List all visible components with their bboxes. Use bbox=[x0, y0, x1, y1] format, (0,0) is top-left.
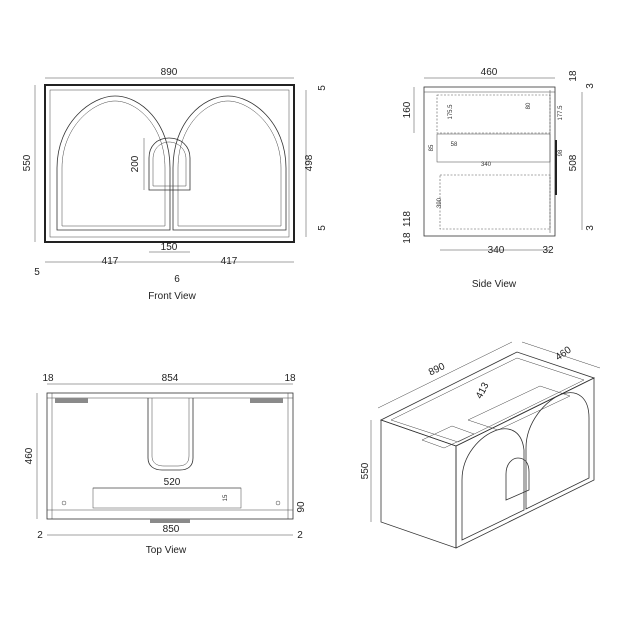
side-bottom-gap-dim: 3 bbox=[585, 225, 596, 231]
iso-depth-dim: 460 bbox=[554, 344, 574, 363]
top-plumbing-cutout-inner bbox=[151, 398, 190, 467]
side-view-caption: Side View bbox=[472, 279, 517, 290]
front-right-arch-inner bbox=[177, 100, 282, 227]
iso-top-inner bbox=[390, 357, 585, 443]
front-side-left-dim: 5 bbox=[34, 267, 40, 278]
top-bottom-width-dim: 850 bbox=[163, 524, 180, 535]
top-hole-right bbox=[275, 500, 281, 506]
top-left-edge-dim: 2 bbox=[37, 530, 43, 541]
side-top-thk-dim: 18 bbox=[568, 70, 579, 82]
iso-view: 890 460 413 550 bbox=[360, 341, 601, 549]
top-hole-left bbox=[61, 500, 67, 506]
side-s58: 58 bbox=[451, 142, 458, 148]
front-right-arch bbox=[172, 95, 287, 231]
iso-top-face bbox=[379, 351, 596, 447]
top-right-thk-dim: 18 bbox=[284, 373, 296, 384]
side-right-thk-dim: 32 bbox=[542, 245, 554, 256]
front-view-caption: Front View bbox=[148, 291, 196, 302]
top-view: 854 18 18 460 520 15 90 850 2 2 Top View bbox=[24, 373, 307, 556]
top-right-edge-dim: 2 bbox=[297, 530, 303, 541]
front-left-arch bbox=[56, 95, 171, 231]
side-s80: 80 bbox=[526, 102, 532, 109]
side-s390: 390 bbox=[437, 197, 443, 208]
front-panel-right-dim: 417 bbox=[221, 256, 238, 267]
side-lower-h-dim: 118 bbox=[402, 211, 413, 227]
iso-width-line bbox=[377, 341, 513, 409]
front-center-gap-dim: 6 bbox=[174, 274, 180, 285]
iso-right-arch bbox=[525, 392, 590, 510]
iso-width-dim: 890 bbox=[427, 361, 447, 378]
front-left-arch-inner bbox=[61, 100, 166, 227]
side-base-thk-dim: 18 bbox=[402, 232, 413, 244]
side-s175a: 175.5 bbox=[448, 104, 454, 120]
front-bottom-gap-dim: 5 bbox=[317, 225, 328, 231]
side-s85: 85 bbox=[429, 144, 435, 151]
top-view-caption: Top View bbox=[146, 545, 187, 556]
side-top-gap-dim: 3 bbox=[585, 83, 596, 89]
top-front-handle bbox=[150, 519, 190, 523]
top-right-bracket bbox=[250, 398, 283, 403]
side-upper-h-dim: 160 bbox=[402, 101, 413, 118]
front-handle bbox=[148, 137, 191, 191]
front-view: 890 550 498 5 5 200 150 417 417 5 6 Fron… bbox=[22, 67, 328, 302]
front-handle-height-dim: 200 bbox=[130, 155, 141, 172]
iso-handle bbox=[505, 457, 530, 501]
front-top-gap-dim: 5 bbox=[317, 85, 328, 91]
iso-inner-dim: 413 bbox=[474, 380, 492, 400]
side-s340: 340 bbox=[481, 162, 492, 168]
iso-rear-tray bbox=[467, 385, 571, 431]
front-outer-frame bbox=[44, 84, 295, 243]
iso-front-tray bbox=[421, 425, 475, 449]
top-inner-width-dim: 854 bbox=[162, 373, 179, 384]
iso-height-dim: 550 bbox=[360, 462, 371, 479]
front-width-dim: 890 bbox=[161, 67, 178, 78]
front-inner-frame bbox=[49, 89, 290, 238]
iso-depth-line bbox=[521, 341, 601, 369]
top-plumbing-cutout bbox=[147, 398, 194, 471]
side-lower-drawer bbox=[439, 174, 551, 230]
front-handle-width-dim: 150 bbox=[161, 242, 178, 253]
iso-left-face bbox=[380, 419, 457, 549]
side-depth-dim: 460 bbox=[481, 67, 498, 78]
side-drawer-h-dim: 508 bbox=[568, 154, 579, 171]
top-left-thk-dim: 18 bbox=[42, 373, 54, 384]
top-left-bracket bbox=[55, 398, 88, 403]
side-s98: 98 bbox=[558, 149, 564, 156]
iso-left-arch bbox=[461, 428, 525, 541]
front-handle-inner bbox=[152, 141, 187, 187]
top-drawer-box bbox=[92, 487, 242, 509]
side-s177: 177.5 bbox=[558, 105, 564, 121]
front-panel-left-dim: 417 bbox=[102, 256, 119, 267]
side-upper-drawer-box bbox=[436, 133, 551, 163]
top-depth-dim: 460 bbox=[24, 447, 35, 464]
top-cut-depth-dim: 15 bbox=[223, 494, 229, 501]
top-front-h-dim: 90 bbox=[296, 501, 307, 513]
side-inner-depth-dim: 340 bbox=[488, 245, 505, 256]
iso-front-face bbox=[455, 377, 595, 549]
front-inner-height-dim: 498 bbox=[304, 154, 315, 171]
front-height-dim: 550 bbox=[22, 154, 33, 171]
top-cut-width-dim: 520 bbox=[164, 477, 181, 488]
side-view: 175.5 80 177.5 85 58 340 98 390 460 18 3… bbox=[402, 67, 596, 290]
side-upper-drawer bbox=[436, 94, 551, 134]
top-outer-frame bbox=[46, 392, 294, 520]
